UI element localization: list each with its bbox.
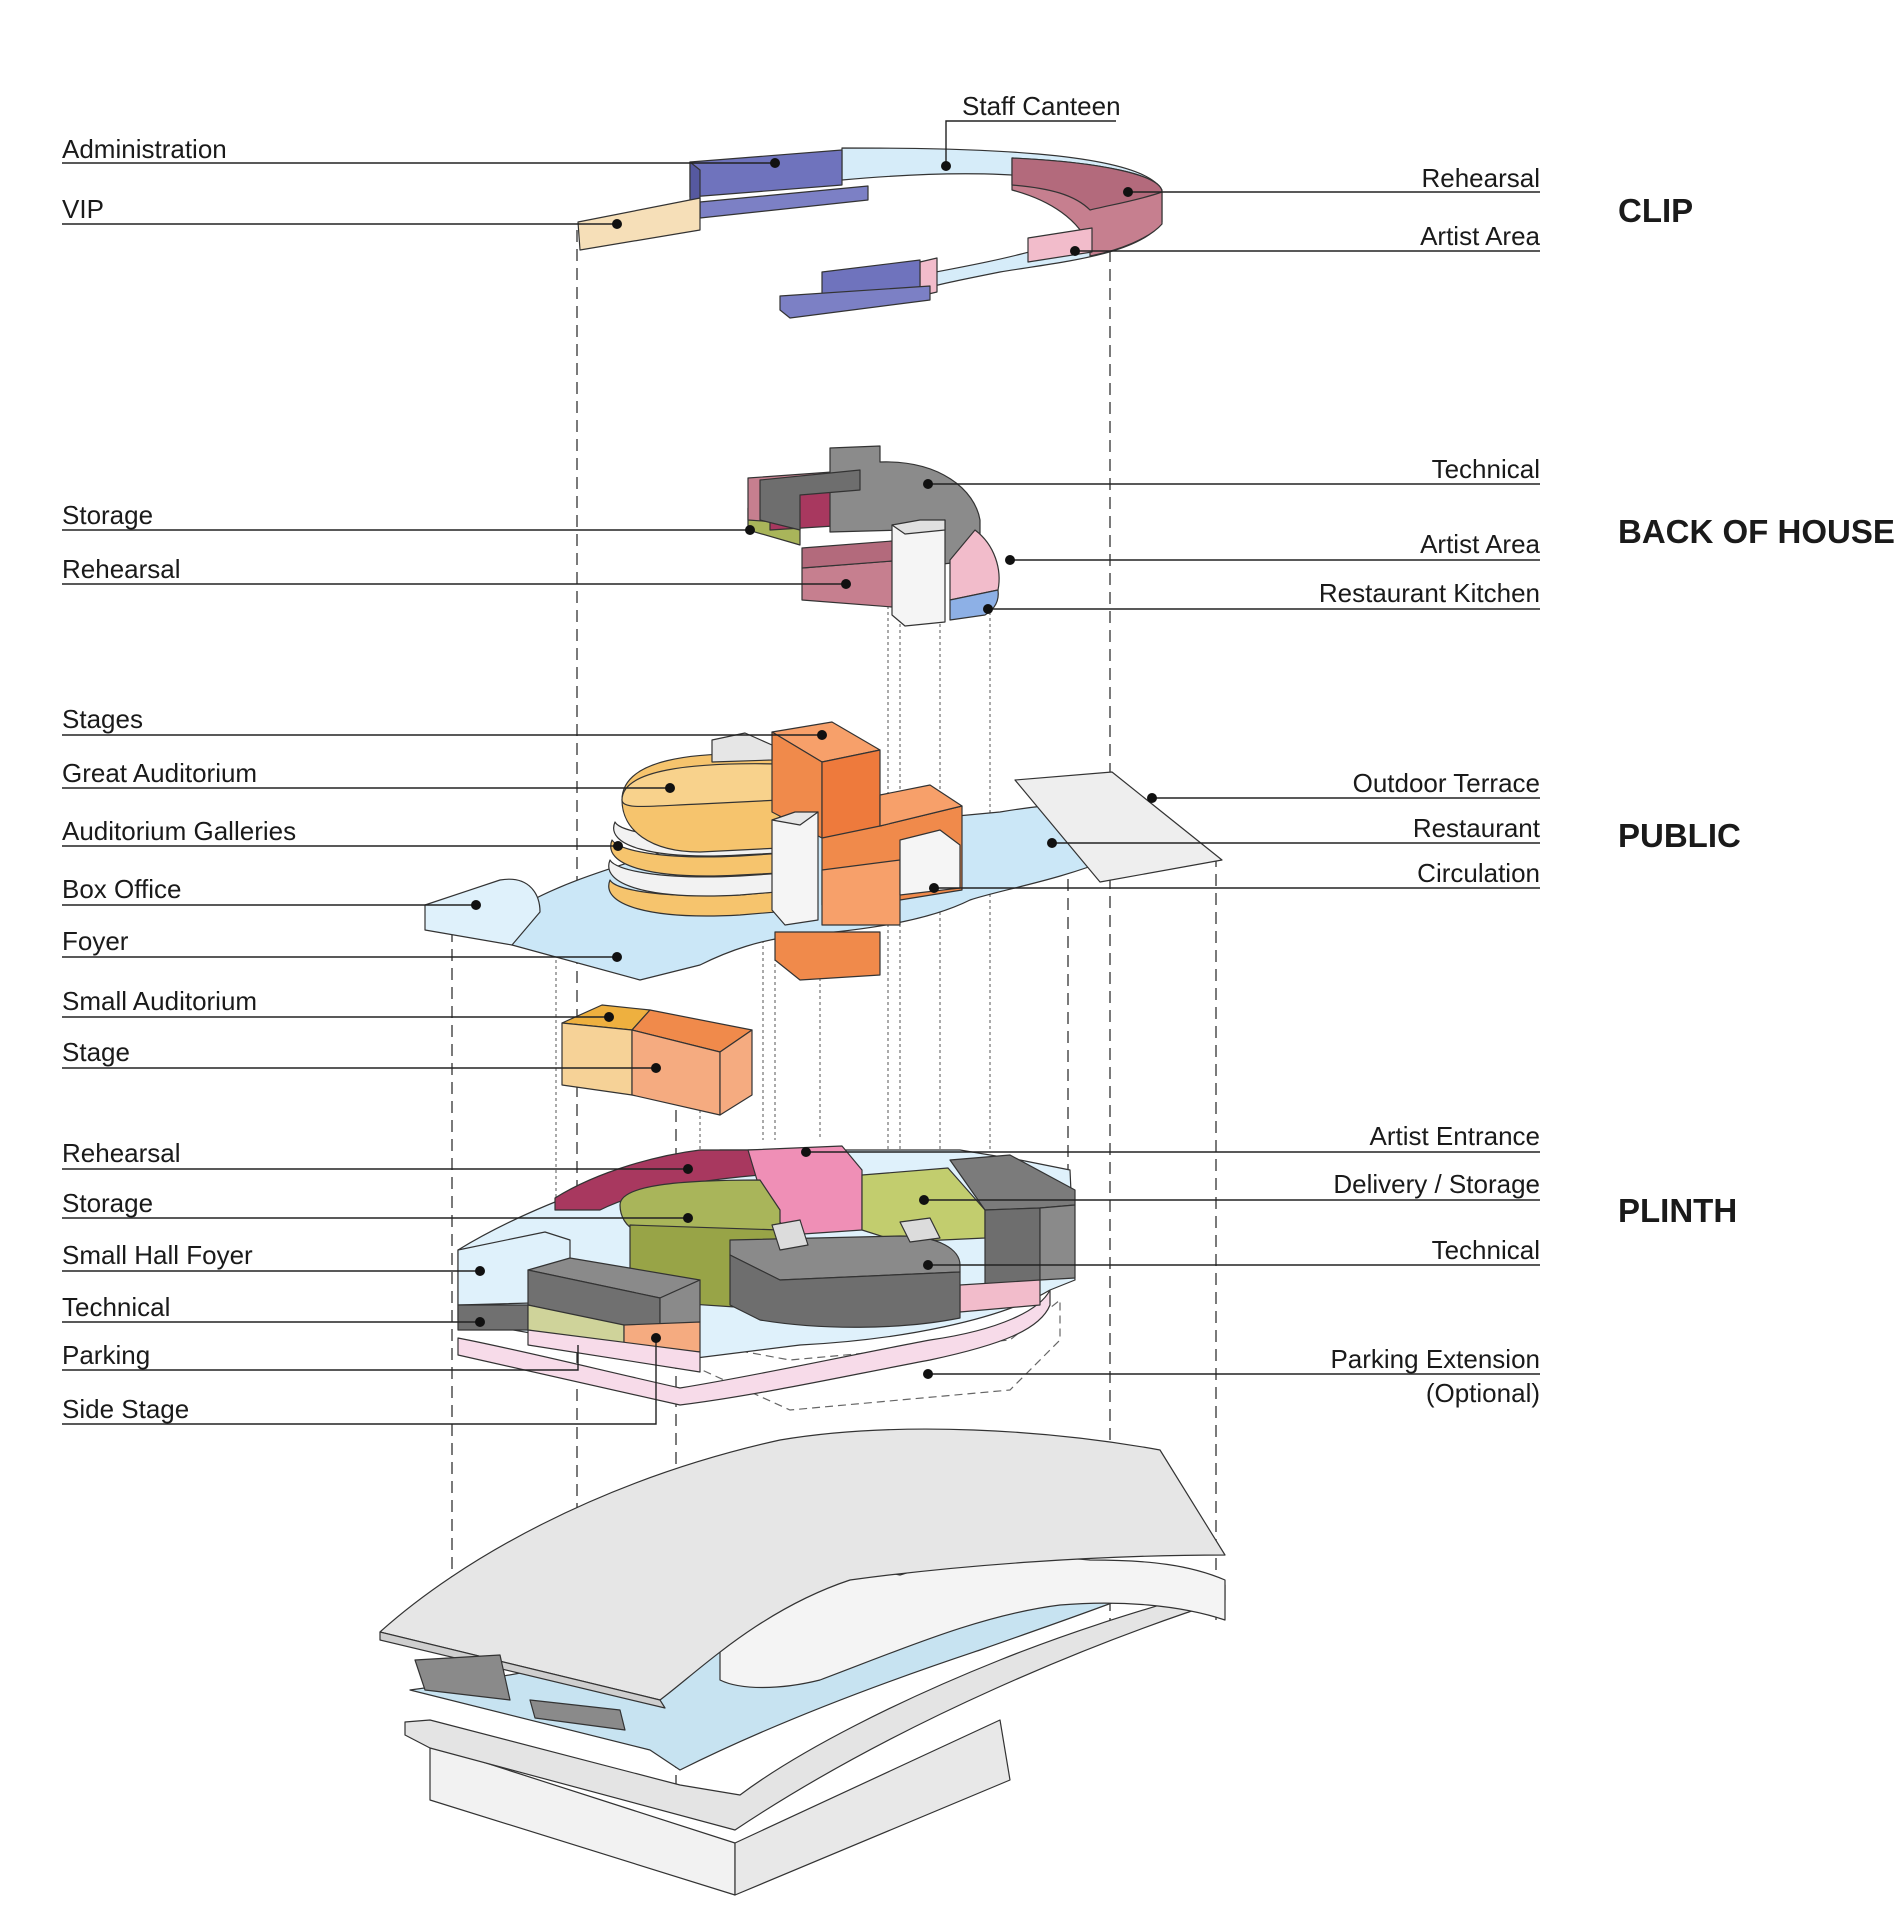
label-boh-rehearsal: Rehearsal [62,554,181,584]
label-stage: Stage [62,1037,130,1067]
section-title-plinth: PLINTH [1618,1192,1737,1229]
label-plinth-technical-right: Technical [1432,1235,1540,1265]
public-stages-under [774,931,881,981]
left-labels: Administration VIP Storage Rehearsal Sta… [62,134,851,1425]
right-labels: Staff Canteen Rehearsal Artist Area Tech… [801,91,1541,1408]
label-circulation: Circulation [1417,858,1540,888]
envelope-shell [379,1428,1226,1896]
section-title-back-of-house: BACK OF HOUSE [1618,513,1895,550]
label-staff-canteen: Staff Canteen [962,91,1121,121]
plinth-technical-right-front [984,1207,1041,1291]
label-plinth-technical-left: Technical [62,1292,170,1322]
label-great-auditorium: Great Auditorium [62,758,257,788]
label-boh-artist-area: Artist Area [1420,529,1540,559]
public-stages-tower-side [821,749,881,839]
shell-roof [379,1428,1226,1701]
label-plinth-rehearsal: Rehearsal [62,1138,181,1168]
boh-core-tower [891,519,946,627]
section-titles: CLIP BACK OF HOUSE PUBLIC PLINTH [1618,192,1895,1229]
clip-rehearsal-top [1011,157,1163,211]
clip-administration-bottom-slab [779,285,931,319]
label-restaurant: Restaurant [1413,813,1541,843]
public-core-left-top [771,811,819,826]
public-stages-lower-top [879,784,963,827]
public-core-right [899,829,961,896]
plinth-artist-pink-band [959,1279,1041,1313]
label-auditorium-galleries: Auditorium Galleries [62,816,296,846]
label-delivery-storage: Delivery / Storage [1333,1169,1540,1199]
plinth-technical-right-side [1039,1204,1076,1281]
label-small-auditorium: Small Auditorium [62,986,257,1016]
shell-inner-wave [719,1556,1226,1689]
label-outdoor-terrace: Outdoor Terrace [1353,768,1540,798]
label-restaurant-kitchen: Restaurant Kitchen [1319,578,1540,608]
boh-technical-wall [759,469,861,531]
plinth-storage-top [619,1179,781,1233]
label-clip-rehearsal: Rehearsal [1421,163,1540,193]
shell-window-right [529,1699,626,1731]
label-boh-storage: Storage [62,500,153,530]
section-title-clip: CLIP [1618,192,1693,229]
shell-base-side [734,1719,1011,1896]
label-box-office: Box Office [62,874,181,904]
public-outdoor-terrace-slab [1014,771,1223,883]
label-administration: Administration [62,134,227,164]
public-stages-front [821,859,901,926]
boh-core-tower-top [891,519,946,535]
plinth-technical-left-band [457,1304,529,1331]
plinth-parking-pink-front [527,1329,701,1373]
shell-window-left [414,1654,511,1701]
label-clip-artist-area: Artist Area [1420,221,1540,251]
stage-side [719,1029,753,1116]
public-level [424,721,1223,981]
label-plinth-storage: Storage [62,1188,153,1218]
public-box-office-block [424,878,541,946]
label-foyer: Foyer [62,926,129,956]
label-artist-entrance: Artist Entrance [1369,1121,1540,1151]
plinth-technical-center-cores-2 [899,1217,941,1243]
label-parking-extension-note: (Optional) [1426,1378,1540,1408]
shell-roof-edge [379,1631,666,1709]
back-of-house-level [747,445,1000,627]
label-small-hall-foyer: Small Hall Foyer [62,1240,253,1270]
label-boh-technical: Technical [1432,454,1540,484]
plinth-technical-center-cores [771,1219,809,1251]
public-gallery-ring-3 [608,879,801,917]
small-auditorium-front [561,1022,633,1096]
plinth-technical-center-front [729,1254,961,1328]
label-parking-extension: Parking Extension [1330,1344,1540,1374]
clip-vip-block [577,197,701,251]
clip-administration-top [689,149,843,198]
public-gallery-ring-2 [608,859,801,897]
label-stages: Stages [62,704,143,734]
label-parking: Parking [62,1340,150,1370]
label-vip: VIP [62,194,104,224]
clip-level [577,147,1163,319]
small-auditorium-group [561,1004,753,1116]
label-side-stage: Side Stage [62,1394,189,1424]
plinth-parking-slab [457,1289,1051,1406]
public-core-left [771,811,819,926]
public-core-small-top [711,732,773,763]
section-title-public: PUBLIC [1618,817,1741,854]
